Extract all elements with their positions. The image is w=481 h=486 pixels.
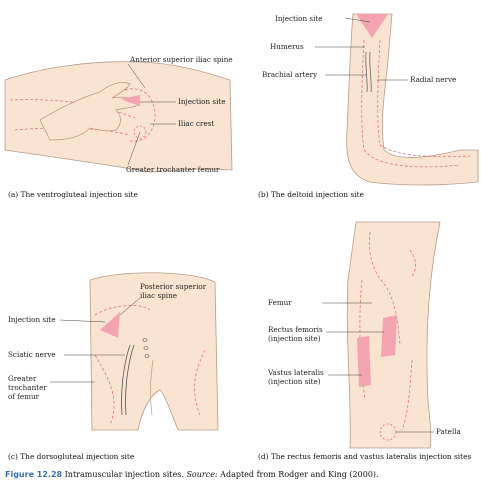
figure-source-text: Adapted from Rodger and King (2000).	[218, 470, 379, 479]
label-trochanter-c-2: trochanter	[8, 384, 47, 391]
label-sciatic: Sciatic nerve	[8, 351, 56, 358]
panel-b-illustration	[315, 14, 478, 185]
radius-dashed-line	[378, 40, 470, 157]
caption-d: (d) The rectus femoris and vastus latera…	[258, 453, 471, 460]
panel-d-illustration	[322, 222, 440, 448]
label-asis: Anterior superior iliac spine	[130, 56, 233, 63]
label-femur: Femur	[268, 299, 292, 306]
arm-body	[347, 14, 478, 185]
figure-source-label: Source:	[186, 470, 217, 479]
label-trochanter-c-1: Greater	[8, 375, 36, 382]
caption-b: (b) The deltoid injection site	[258, 191, 364, 198]
caption-a: (a) The ventrogluteal injection site	[8, 191, 138, 198]
panel-a-illustration	[5, 62, 232, 172]
label-injection-c: Injection site	[8, 316, 56, 323]
rectus-femoris-site	[381, 315, 397, 357]
figure-number: Figure 12.28	[5, 470, 62, 479]
label-humerus: Humerus	[270, 43, 304, 50]
label-psis-1: Posterior superior	[140, 283, 206, 290]
label-rectus-1: Rectus femoris	[268, 326, 323, 333]
label-patella: Patella	[436, 428, 461, 435]
label-vastus-2: (injection site)	[268, 378, 321, 385]
vastus-lateralis-site	[357, 336, 371, 387]
figure-title: Intramuscular injection sites.	[62, 470, 186, 479]
label-injection-b: Injection site	[275, 15, 323, 22]
figure-caption: Figure 12.28 Intramuscular injection sit…	[5, 470, 379, 479]
label-iliac-crest: Iliac crest	[178, 120, 214, 127]
label-vastus-1: Vastus lateralis	[268, 369, 324, 376]
label-trochanter-a: Greater trochanter femur	[126, 166, 219, 173]
label-psis-2: iliac spine	[140, 292, 177, 299]
label-trochanter-c-3: of femur	[8, 393, 39, 400]
caption-c: (c) The dorsogluteal injection site	[8, 453, 134, 460]
label-rectus-2: (injection site)	[268, 335, 321, 342]
label-radial: Radial nerve	[410, 76, 456, 83]
label-injection-a: Injection site	[178, 98, 226, 105]
label-brachial: Brachial artery	[262, 71, 317, 78]
panel-c-illustration	[50, 273, 218, 430]
